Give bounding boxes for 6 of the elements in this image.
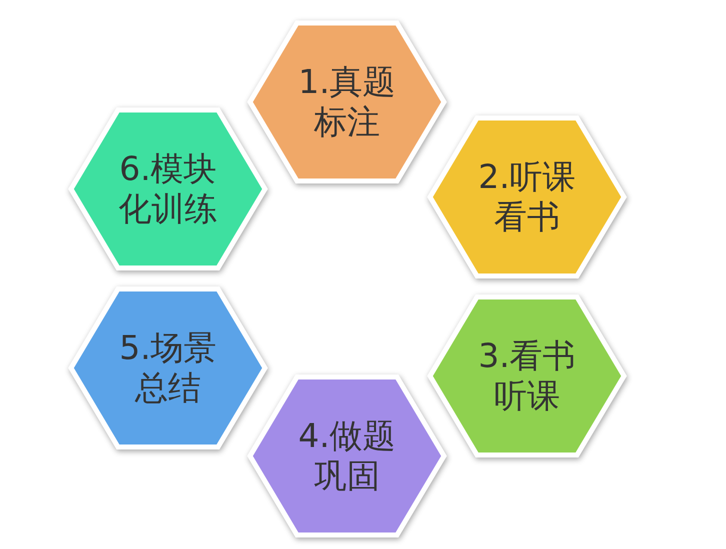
step-label: 5.场景总结 <box>118 328 218 408</box>
step-label: 1.真题标注 <box>297 62 397 142</box>
step-label: 2.听课看书 <box>477 157 577 237</box>
step-label: 6.模块化训练 <box>118 149 218 229</box>
step-label: 3.看书听课 <box>477 336 577 416</box>
step-label: 4.做题巩固 <box>297 416 397 496</box>
